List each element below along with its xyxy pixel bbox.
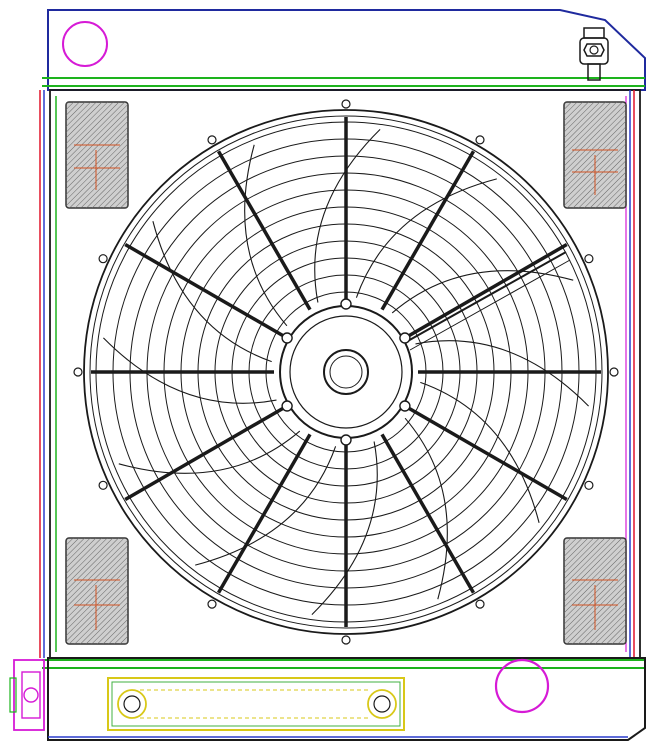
fan-spoke [216, 150, 312, 311]
top-tank [42, 9, 646, 91]
shroud-tab [609, 367, 619, 377]
shroud-tab [207, 599, 217, 609]
fan-spoke [124, 242, 285, 338]
mounting-pad-bottom-right [563, 537, 627, 645]
hub-center-inner [329, 355, 363, 389]
fan-shroud-icon [73, 99, 619, 645]
fan-blades [103, 129, 589, 615]
fan-blade [314, 129, 381, 303]
fan-spokes [91, 117, 601, 627]
shroud-tab [73, 367, 83, 377]
hub-bolt [340, 434, 352, 446]
bottom-tank [42, 657, 646, 741]
shroud-tab [584, 254, 594, 264]
fan-blade [244, 144, 288, 327]
top-port-circle [62, 21, 108, 67]
fan-blade [404, 417, 448, 600]
hub-bolt [340, 298, 352, 310]
fan-wire-lead [409, 259, 571, 351]
fan-wire-lead [405, 251, 567, 343]
hub-bolt [399, 332, 411, 344]
bottom-port-circle [494, 658, 550, 714]
shroud-tab [475, 599, 485, 609]
shroud-tab [341, 635, 351, 645]
mounting-pad-bottom-left [65, 537, 129, 645]
shroud-tab [584, 480, 594, 490]
fan-spoke [216, 433, 312, 594]
hub-bolt [281, 400, 293, 412]
bottom-bracket [107, 677, 405, 731]
fan-blade [391, 270, 574, 314]
hub-outer [279, 305, 413, 439]
fan-spoke [380, 433, 476, 594]
top-tank-outline [47, 9, 646, 91]
mounting-pad-top-right [563, 101, 627, 209]
fan-spoke [407, 242, 568, 338]
fan-hub-icon [279, 298, 413, 446]
fan-shroud-inner-ring [89, 115, 603, 629]
fan-blade [415, 340, 589, 407]
shroud-tab [341, 99, 351, 109]
shroud-tab [98, 254, 108, 264]
hub-bolt [281, 332, 293, 344]
fan-blade [195, 446, 337, 566]
fan-blade [355, 178, 497, 298]
outlet-fitting [9, 659, 45, 731]
bottom-tank-outline [47, 657, 646, 741]
fan-blade [118, 430, 301, 474]
filler-cap-icon [579, 27, 609, 81]
hub-bolt [399, 400, 411, 412]
fan-spoke [380, 150, 476, 311]
shroud-tab [475, 135, 485, 145]
hub-rim [289, 315, 403, 429]
shroud-tab [207, 135, 217, 145]
fan-spoke [407, 406, 568, 502]
fan-blade [103, 337, 277, 404]
shroud-tab [98, 480, 108, 490]
fan-assembly [73, 99, 619, 645]
hub-center [323, 349, 369, 395]
fan-shroud-ring [83, 109, 609, 635]
fan-blade [311, 441, 378, 615]
mounting-pad-top-left [65, 101, 129, 209]
fan-blade [420, 381, 540, 523]
mounting-pads [65, 101, 627, 645]
fan-blade [152, 221, 272, 363]
fan-spoke [124, 406, 285, 502]
